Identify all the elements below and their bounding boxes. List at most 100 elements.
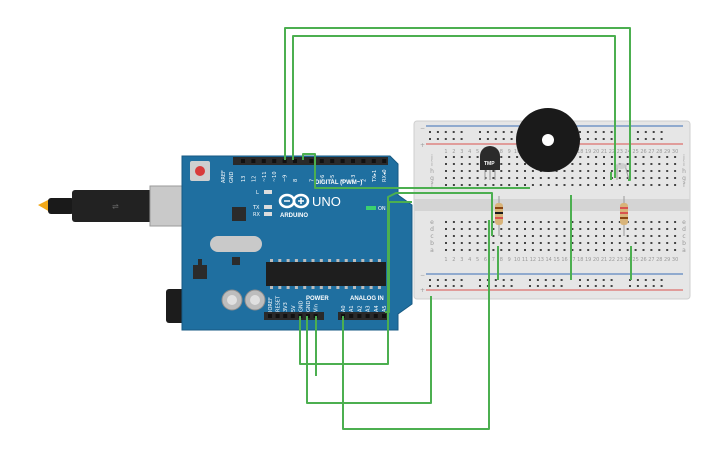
analog-pin-socket[interactable] — [382, 314, 386, 318]
breadboard-rail-hole[interactable] — [502, 279, 505, 281]
breadboard-hole[interactable] — [452, 170, 455, 172]
breadboard-hole[interactable] — [587, 170, 590, 172]
breadboard-rail-hole[interactable] — [660, 131, 663, 133]
breadboard-rail-hole[interactable] — [610, 138, 613, 140]
breadboard-rail-hole[interactable] — [494, 138, 497, 140]
breadboard-rail-hole[interactable] — [486, 131, 489, 133]
breadboard-rail-hole[interactable] — [460, 131, 463, 133]
breadboard-hole[interactable] — [516, 221, 519, 223]
breadboard-hole[interactable] — [531, 177, 534, 179]
breadboard-hole[interactable] — [531, 221, 534, 223]
breadboard-hole[interactable] — [445, 242, 447, 244]
breadboard-rail-hole[interactable] — [594, 279, 597, 281]
breadboard-rail-hole[interactable] — [560, 285, 563, 287]
breadboard-hole[interactable] — [626, 170, 629, 172]
wire-gnd-to-rail[interactable] — [306, 296, 432, 404]
breadboard-hole[interactable] — [500, 242, 503, 244]
breadboard-hole[interactable] — [595, 163, 598, 165]
breadboard-rail-hole[interactable] — [529, 285, 531, 287]
breadboard-hole[interactable] — [516, 249, 519, 251]
breadboard-hole[interactable] — [508, 249, 511, 251]
breadboard-hole[interactable] — [547, 184, 550, 186]
breadboard-rail-hole[interactable] — [452, 279, 455, 281]
breadboard-hole[interactable] — [516, 177, 519, 179]
breadboard-hole[interactable] — [650, 221, 653, 223]
breadboard-rail-hole[interactable] — [652, 279, 655, 281]
breadboard-rail-hole[interactable] — [636, 285, 639, 287]
breadboard-rail-hole[interactable] — [436, 138, 439, 140]
breadboard-hole[interactable] — [468, 156, 471, 158]
breadboard-hole[interactable] — [674, 184, 677, 186]
breadboard-hole[interactable] — [650, 163, 653, 165]
breadboard-hole[interactable] — [484, 184, 487, 186]
breadboard-hole[interactable] — [547, 235, 550, 237]
breadboard-rail-hole[interactable] — [486, 279, 489, 281]
breadboard-hole[interactable] — [555, 242, 558, 244]
breadboard-hole[interactable] — [595, 156, 598, 158]
power-pin-socket[interactable] — [290, 314, 295, 318]
breadboard-hole[interactable] — [460, 242, 463, 244]
digital-pin-socket[interactable] — [241, 159, 245, 163]
breadboard-hole[interactable] — [508, 221, 511, 223]
breadboard-hole[interactable] — [516, 170, 519, 172]
digital-pin-socket[interactable] — [340, 159, 345, 163]
breadboard-hole[interactable] — [476, 163, 479, 165]
breadboard-hole[interactable] — [579, 156, 582, 158]
breadboard-hole[interactable] — [460, 228, 463, 230]
breadboard-hole[interactable] — [610, 235, 613, 237]
breadboard-hole[interactable] — [579, 228, 582, 230]
breadboard-rail-hole[interactable] — [644, 131, 647, 133]
breadboard-hole[interactable] — [610, 170, 613, 172]
breadboard-hole[interactable] — [674, 249, 677, 251]
breadboard-hole[interactable] — [476, 235, 479, 237]
breadboard-rail-hole[interactable] — [586, 138, 589, 140]
breadboard-hole[interactable] — [555, 221, 558, 223]
breadboard-rail-hole[interactable] — [502, 285, 505, 287]
breadboard-hole[interactable] — [658, 184, 661, 186]
breadboard-hole[interactable] — [674, 228, 677, 230]
breadboard-hole[interactable] — [626, 235, 629, 237]
breadboard-hole[interactable] — [468, 242, 471, 244]
breadboard-hole[interactable] — [626, 156, 629, 158]
breadboard-hole[interactable] — [555, 235, 558, 237]
breadboard-hole[interactable] — [452, 156, 455, 158]
breadboard-hole[interactable] — [579, 221, 582, 223]
breadboard-hole[interactable] — [500, 156, 503, 158]
breadboard-rail-hole[interactable] — [510, 285, 513, 287]
breadboard-hole[interactable] — [650, 228, 653, 230]
breadboard-hole[interactable] — [445, 249, 447, 251]
breadboard-hole[interactable] — [666, 177, 669, 179]
breadboard-hole[interactable] — [634, 249, 637, 251]
breadboard-hole[interactable] — [666, 242, 669, 244]
breadboard-hole[interactable] — [579, 184, 582, 186]
breadboard-hole[interactable] — [524, 242, 526, 244]
breadboard-hole[interactable] — [508, 228, 511, 230]
breadboard-hole[interactable] — [618, 249, 621, 251]
breadboard-hole[interactable] — [524, 163, 526, 165]
breadboard-hole[interactable] — [524, 170, 526, 172]
breadboard-hole[interactable] — [603, 221, 605, 223]
breadboard-hole[interactable] — [547, 221, 550, 223]
breadboard-rail-hole[interactable] — [494, 279, 497, 281]
power-pin-socket[interactable] — [268, 314, 272, 318]
breadboard-hole[interactable] — [650, 177, 653, 179]
breadboard-hole[interactable] — [524, 228, 526, 230]
breadboard-rail-hole[interactable] — [594, 138, 597, 140]
breadboard-hole[interactable] — [539, 177, 542, 179]
breadboard-rail-hole[interactable] — [444, 138, 447, 140]
wires[interactable] — [284, 27, 632, 430]
breadboard-hole[interactable] — [634, 170, 637, 172]
breadboard-hole[interactable] — [468, 235, 471, 237]
breadboard-hole[interactable] — [492, 177, 495, 179]
breadboard-hole[interactable] — [563, 249, 566, 251]
breadboard-rail-hole[interactable] — [436, 279, 439, 281]
wire-pin11-to-led[interactable] — [284, 27, 631, 181]
breadboard-hole[interactable] — [508, 235, 511, 237]
breadboard-hole[interactable] — [610, 163, 613, 165]
breadboard-hole[interactable] — [626, 184, 629, 186]
breadboard-rail-hole[interactable] — [602, 138, 605, 140]
breadboard-hole[interactable] — [618, 221, 621, 223]
breadboard-hole[interactable] — [626, 228, 629, 230]
breadboard-rail-hole[interactable] — [594, 285, 597, 287]
breadboard-rail-hole[interactable] — [436, 285, 439, 287]
